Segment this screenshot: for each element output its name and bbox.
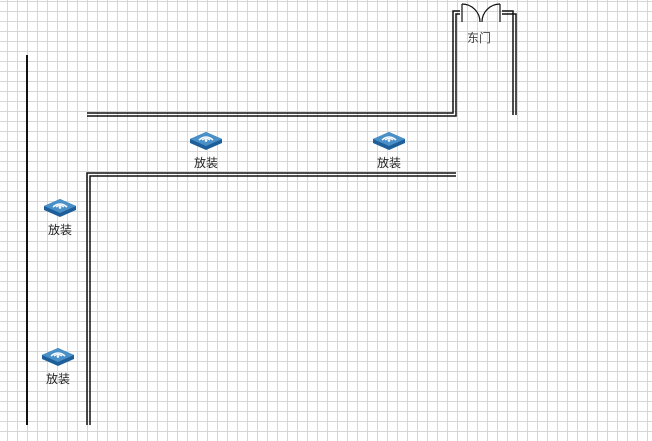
access-point-2[interactable]: 放装 (369, 130, 409, 170)
access-point-1[interactable]: 放装 (186, 130, 226, 170)
east-door-icon (461, 3, 501, 23)
access-point-4[interactable]: 放装 (38, 346, 78, 386)
access-point-3[interactable]: 放装 (40, 197, 80, 237)
east-door-frame-right (502, 10, 517, 115)
upper-corridor-wall (87, 10, 460, 117)
access-point-icon (42, 348, 74, 366)
access-point-label: 放装 (45, 372, 70, 386)
access-point-icon (44, 199, 76, 217)
lower-corridor-wall (86, 172, 456, 425)
access-point-icon (373, 132, 405, 150)
access-point-label: 放装 (376, 156, 401, 170)
access-point-icon (190, 132, 222, 150)
access-point-label: 放装 (193, 156, 218, 170)
access-point-label: 放装 (47, 223, 72, 237)
east-door-label: 东门 (467, 31, 492, 45)
